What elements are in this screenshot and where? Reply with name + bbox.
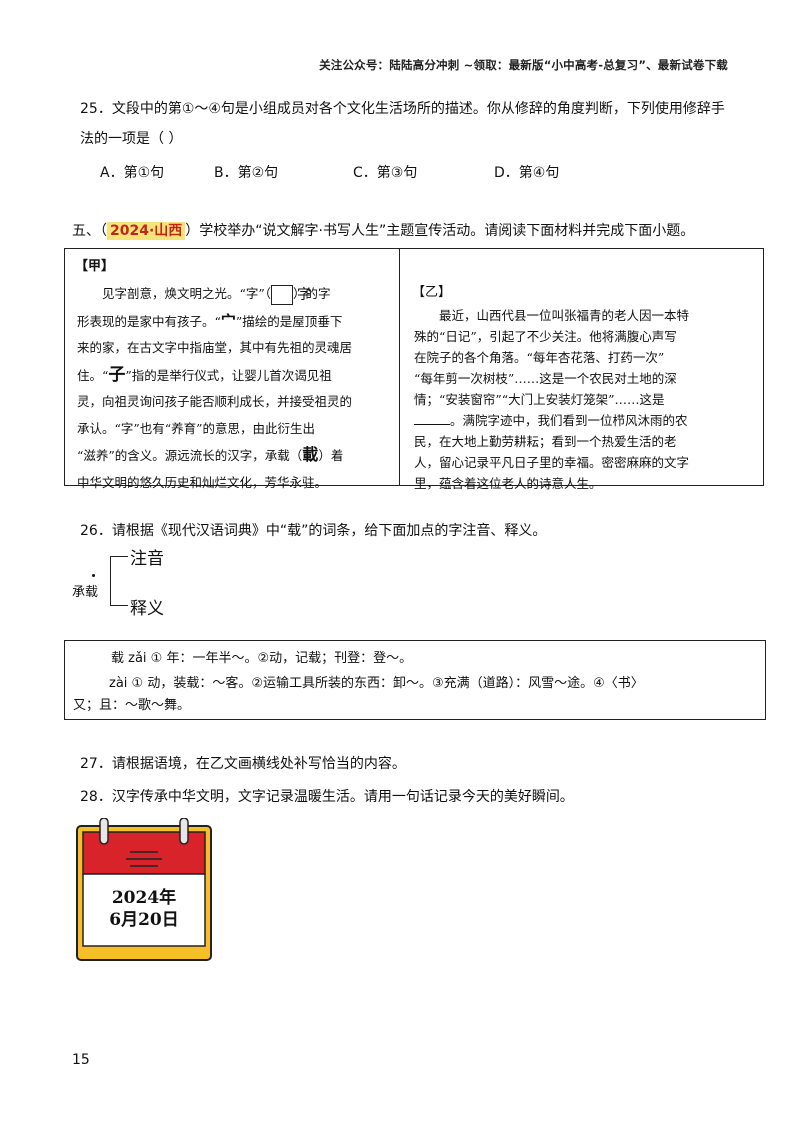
dict-line3: 又；且：～歌～舞。	[73, 698, 191, 713]
chengzai-word: 承载	[72, 585, 99, 600]
emphasis-dot	[92, 574, 95, 577]
q25-option-a: A．第①句	[100, 165, 165, 181]
yi-text: 最近，山西代县一位叫张福青的老人因一本特 殊的“日记”，引起了不少关注。他将满腹…	[414, 305, 754, 494]
yi-line: 最近，山西代县一位叫张福青的老人因一本特	[439, 308, 690, 323]
jia-line: 承认。“字”也有“养育”的意思，由此衍生出	[77, 420, 316, 436]
jia-line: 中华文明的悠久历史和灿烂文化，芳华永驻。	[77, 474, 328, 490]
q28-text: 28．汉字传承中华文明，文字记录温暖生活。请用一句话记录今天的美好瞬间。	[80, 789, 574, 805]
q25-option-c: C．第③句	[353, 165, 418, 181]
q26-text: 26．请根据《现代汉语词典》中“载”的词条，给下面加点的字注音、释义。	[80, 523, 547, 539]
calendar-date: 6月20日	[109, 910, 179, 930]
ancient-child-glyph: 子	[108, 364, 126, 385]
dict-line1: 载 zǎi ① 年：一年半～。②动，记载；刊登：登～。	[111, 651, 413, 666]
section5-heading: 五、（2024·山西）学校举办“说文解字·书写人生”主题宣传活动。请阅读下面材料…	[72, 219, 694, 243]
yi-title: 【乙】	[412, 285, 452, 300]
q25-line2: 法的一项是（ ）	[80, 131, 183, 147]
section5-suffix: ）学校举办“说文解字·书写人生”主题宣传活动。请阅读下面材料并完成下面小题。	[185, 223, 695, 239]
branch-pronunciation: 注音	[130, 549, 164, 569]
jia-line: ）的字	[293, 286, 331, 301]
jia-title: 【甲】	[75, 259, 115, 274]
dict-line2: zài ① 动，装载：～客。②运输工具所装的东西：卸～。③充满（道路）：风雪～途…	[109, 676, 644, 691]
yi-line: 民，在大地上勤劳耕耘；看到一个热爱生活的老	[414, 434, 677, 449]
jia-line: 来的家，在古文字中指庙堂，其中有先祖的灵魂居	[77, 340, 353, 355]
page-header: 关注公众号：陆陆高分冲刺 ~领取：最新版“小中高考-总复习”、最新试卷下载	[319, 58, 728, 72]
section5-prefix: 五、（	[72, 223, 107, 239]
ancient-zai-glyph: 載	[302, 445, 319, 464]
calendar-year: 2024年	[111, 888, 177, 908]
jia-line: 形表现的是家中有孩子。“	[77, 313, 221, 329]
ancient-roof-glyph: 宀	[220, 311, 236, 330]
jia-line: 住。“	[77, 367, 109, 383]
calendar-icon	[76, 817, 212, 961]
jia-text: 见字剖意，焕文明之光。“字”（字）的字 形表现的是家中有孩子。“宀”描绘的是屋顶…	[77, 281, 393, 496]
page-number: 15	[72, 1052, 90, 1068]
yi-line: 殊的“日记”，引起了不少关注。他将满腹心声写	[414, 329, 677, 344]
bracket-top	[110, 556, 128, 557]
source-tag: 2024·山西	[107, 222, 186, 240]
calendar-illustration: 2024年 6月20日	[74, 817, 214, 962]
bracket-bottom	[110, 605, 128, 606]
yi-line: 里，蕴含着这位老人的诗意人生。	[414, 476, 602, 491]
jia-line: ）着	[318, 448, 344, 463]
jia-line: 灵，向祖灵询问孩子能否顺利成长，并接受祖灵的	[77, 394, 353, 409]
material-jia: 【甲】 见字剖意，焕文明之光。“字”（字）的字 形表现的是家中有孩子。“宀”描绘…	[64, 248, 400, 490]
q25-option-d: D．第④句	[494, 165, 560, 181]
jia-line: ”描绘的是屋顶垂下	[235, 313, 343, 329]
dictionary-entry: 载 zǎi ① 年：一年半～。②动，记载；刊登：登～。 zài ① 动，装载：～…	[64, 640, 766, 720]
q25-option-b: B．第②句	[214, 165, 279, 181]
jia-line: 见字剖意，焕文明之光。“字”（	[102, 286, 272, 301]
ancient-zi-glyph: 字	[271, 284, 311, 305]
fill-in-blank[interactable]	[414, 412, 450, 425]
material-yi: 【乙】 最近，山西代县一位叫张福青的老人因一本特 殊的“日记”，引起了不少关注。…	[399, 248, 764, 491]
yi-line: 。满院字迹中，我们看到一位栉风沐雨的农	[450, 413, 688, 428]
branch-meaning: 释义	[130, 599, 164, 619]
bracket-vertical	[110, 556, 111, 606]
yi-line: 情；“安装窗帘”“大门上安装灯笼架”……这是	[414, 392, 665, 407]
yi-line: 在院子的各个角落。“每年杏花落、打药一次”	[414, 350, 665, 365]
jia-line: ”指的是举行仪式，让婴儿首次谒见祖	[125, 367, 332, 383]
q27-text: 27．请根据语境，在乙文画横线处补写恰当的内容。	[80, 756, 406, 772]
yi-line: “每年剪一次树枝”……这是一个农民对土地的深	[414, 371, 677, 386]
yi-line: 人，留心记录平凡日子里的幸福。密密麻麻的文字	[414, 455, 690, 470]
jia-line: “滋养”的含义。源远流长的汉字，承载（	[77, 448, 303, 463]
materials-table: 【甲】 见字剖意，焕文明之光。“字”（字）的字 形表现的是家中有孩子。“宀”描绘…	[64, 248, 764, 491]
q25-line1: 25．文段中的第①～④句是小组成员对各个文化生活场所的描述。你从修辞的角度判断，…	[80, 101, 725, 117]
